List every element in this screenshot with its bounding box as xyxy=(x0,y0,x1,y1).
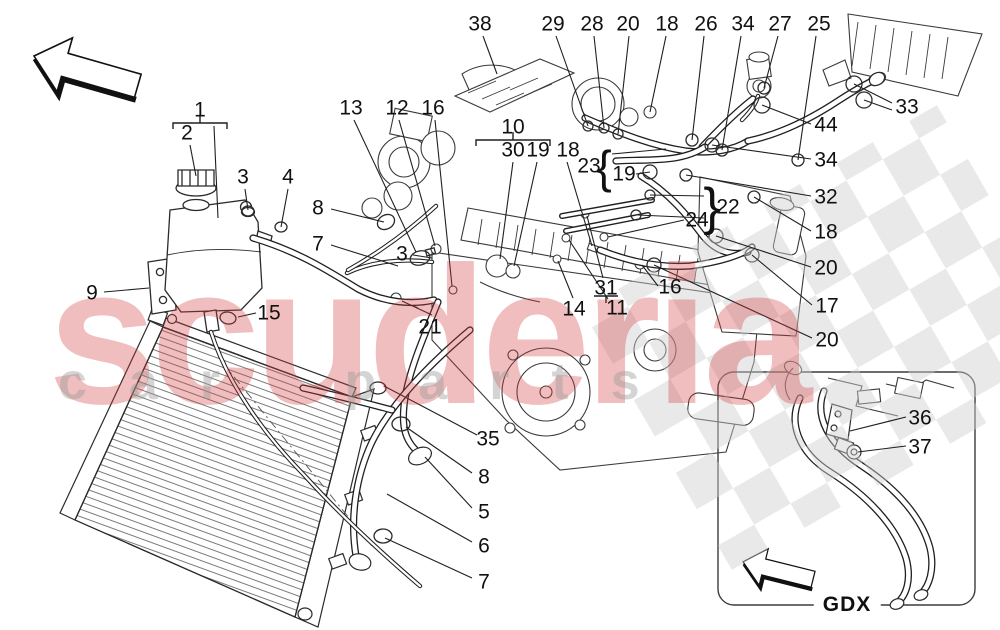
callout-21: 21 xyxy=(418,315,442,339)
callout-9: 9 xyxy=(86,281,98,305)
callout-8: 8 xyxy=(312,196,324,220)
callout-29: 29 xyxy=(541,12,565,36)
callout-38: 38 xyxy=(468,12,492,36)
callout-31: 31 xyxy=(594,276,618,300)
callout-33: 33 xyxy=(895,95,919,119)
checkered-flag-watermark xyxy=(581,105,1000,570)
callout-18: 18 xyxy=(814,220,838,244)
callout-37: 37 xyxy=(908,435,932,459)
callout-20: 20 xyxy=(815,328,839,352)
callout-10: 10 xyxy=(501,115,525,139)
callout-3: 3 xyxy=(237,165,249,189)
callout-19: 19 xyxy=(526,138,550,162)
callout-22: 22 xyxy=(716,195,740,219)
callout-44: 44 xyxy=(814,113,838,137)
callout-12: 12 xyxy=(385,96,409,120)
callout-18: 18 xyxy=(655,12,679,36)
callout-19: 19 xyxy=(612,162,636,186)
inset-direction-arrow-icon xyxy=(742,547,816,593)
callout-27: 27 xyxy=(768,12,792,36)
callout-15: 15 xyxy=(257,301,281,325)
callout-32: 32 xyxy=(814,185,838,209)
callout-{: { xyxy=(596,141,612,193)
callout-25: 25 xyxy=(807,12,831,36)
hose-clamps xyxy=(241,75,873,544)
callout-17: 17 xyxy=(815,294,839,318)
callout-8: 8 xyxy=(478,465,490,489)
callout-30: 30 xyxy=(501,138,525,162)
inset-code-label: GDX xyxy=(813,593,881,617)
callout-2: 2 xyxy=(181,121,193,145)
direction-arrow-icon xyxy=(32,36,143,103)
callout-26: 26 xyxy=(694,12,718,36)
callout-16: 16 xyxy=(658,275,682,299)
callout-}: } xyxy=(703,178,721,236)
callout-35: 35 xyxy=(476,427,500,451)
leader-lines xyxy=(103,35,907,579)
bracket-lines xyxy=(172,115,618,303)
callout-34: 34 xyxy=(814,148,838,172)
callout-34: 34 xyxy=(731,12,755,36)
callout-13: 13 xyxy=(339,96,363,120)
callout-36: 36 xyxy=(908,406,932,430)
callout-7: 7 xyxy=(312,232,324,256)
callout-1: 1 xyxy=(194,98,206,122)
callout-20: 20 xyxy=(616,12,640,36)
callout-28: 28 xyxy=(580,12,604,36)
callout-4: 4 xyxy=(282,165,294,189)
callout-7: 7 xyxy=(478,570,490,594)
callout-5: 5 xyxy=(478,500,490,524)
callout-16: 16 xyxy=(421,96,445,120)
coolant-hoses xyxy=(211,71,886,586)
callout-3: 3 xyxy=(396,242,408,266)
callout-18: 18 xyxy=(556,138,580,162)
callout-6: 6 xyxy=(478,534,490,558)
callout-20: 20 xyxy=(814,256,838,280)
callout-11: 11 xyxy=(606,296,628,320)
callout-14: 14 xyxy=(562,297,586,321)
callout-23: 23 xyxy=(577,154,601,178)
callout-24: 24 xyxy=(685,208,709,232)
